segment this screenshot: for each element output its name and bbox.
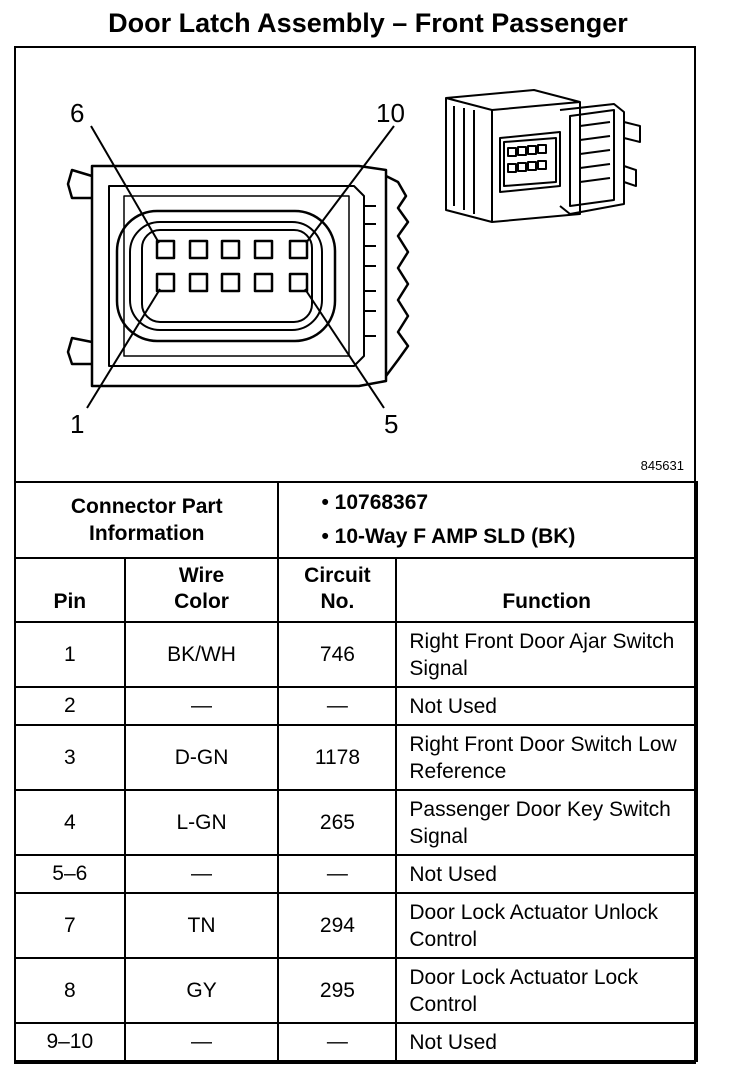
pin-cell: 5–6 [14,854,126,894]
function-cell: Door Lock Actuator Lock Control [395,957,698,1024]
table-row: 2——Not Used [14,686,698,726]
circuit-cell: — [277,854,398,894]
connector-diagram: 6 10 1 5 [14,46,696,482]
wire-color-cell: — [123,686,280,726]
connector-perspective-drawing [445,89,641,223]
table-row: 9–10——Not Used [14,1022,698,1062]
function-cell: Passenger Door Key Switch Signal [395,789,698,856]
circuit-cell: — [277,686,398,726]
function-cell: Right Front Door Switch Low Reference [395,724,698,791]
connector-info-items: • 10768367 • 10-Way F AMP SLD (BK) [277,481,698,559]
connector-info-row: Connector Part Information • 10768367 • … [13,481,698,559]
header-function: Function [395,557,698,623]
function-cell: Not Used [395,854,698,894]
pin-cell: 9–10 [14,1022,126,1062]
wire-color-cell: — [123,1022,280,1062]
wire-color-cell: — [123,854,280,894]
pin-cell: 8 [14,957,126,1024]
function-cell: Door Lock Actuator Unlock Control [395,892,698,959]
wire-color-cell: BK/WH [123,621,280,688]
pin-label-top-left: 6 [70,98,84,128]
function-cell: Not Used [395,1022,698,1062]
wire-color-cell: L-GN [123,789,280,856]
header-wire-color: Wire Color [123,557,280,623]
pin-label-top-right: 10 [376,98,405,128]
pin-cell: 4 [14,789,126,856]
pinout-table: Connector Part Information • 10768367 • … [13,481,698,1062]
circuit-cell: 746 [277,621,398,688]
pin-label-bottom-left: 1 [70,409,84,439]
function-cell: Not Used [395,686,698,726]
header-circuit-no: Circuit No. [277,557,398,623]
circuit-cell: 1178 [277,724,398,791]
function-cell: Right Front Door Ajar Switch Signal [395,621,698,688]
circuit-cell: 295 [277,957,398,1024]
table-row: 5–6——Not Used [14,854,698,894]
table-header-row: Pin Wire Color Circuit No. Function [14,557,698,623]
circuit-cell: — [277,1022,398,1062]
connector-face-drawing: 6 10 1 5 [66,89,641,439]
wire-color-cell: D-GN [123,724,280,791]
header-pin: Pin [14,557,126,623]
circuit-cell: 265 [277,789,398,856]
pin-cell: 3 [14,724,126,791]
wire-color-cell: GY [123,957,280,1024]
connector-part-number: • 10768367 [321,491,429,514]
figure-number: 845631 [640,458,684,473]
page-title: Door Latch Assembly – Front Passenger [108,8,628,38]
connector-info-label: Connector Part Information [13,481,280,559]
circuit-cell: 294 [277,892,398,959]
pin-cell: 7 [14,892,126,959]
pin-cell: 2 [14,686,126,726]
connector-description: • 10-Way F AMP SLD (BK) [321,525,576,548]
wire-color-cell: TN [123,892,280,959]
pin-label-bottom-right: 5 [384,409,398,439]
pin-cell: 1 [14,621,126,688]
